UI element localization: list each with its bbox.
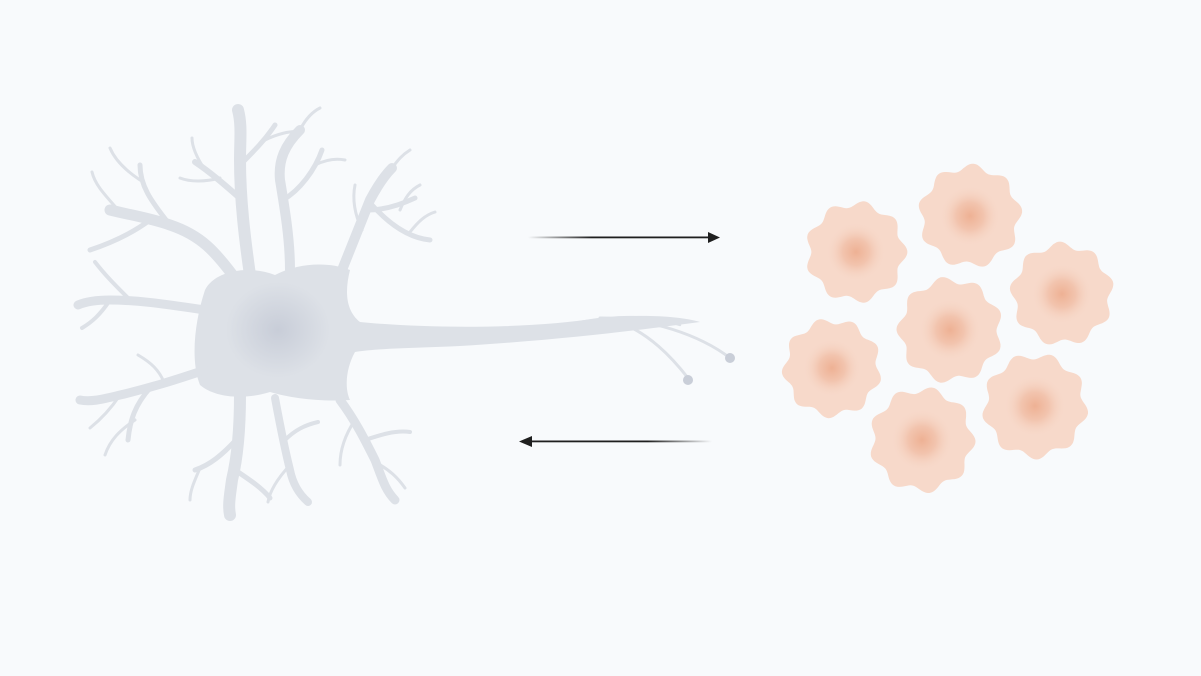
cell-cluster-illustration [781, 163, 1114, 493]
neuron-illustration [73, 104, 735, 521]
arrow-shaft [528, 236, 710, 239]
neuron-nucleus [226, 282, 330, 378]
axon-terminal-bulb [725, 353, 735, 363]
cell-nucleus [1031, 263, 1093, 325]
arrow-head-left [519, 436, 532, 447]
cell-nucleus [1004, 375, 1066, 437]
cell-nucleus [939, 185, 1001, 247]
arrow-head-right [708, 232, 720, 243]
arrow-shaft [528, 440, 712, 443]
cell-nucleus [891, 409, 953, 471]
arrow-cells-to-neuron [519, 436, 712, 447]
dendrites [73, 104, 437, 521]
axon-terminals [578, 315, 732, 380]
neuron-soma [194, 264, 701, 401]
axon-terminal-bulb [683, 375, 693, 385]
cell-nucleus [826, 222, 886, 282]
cell-nucleus [919, 299, 981, 361]
arrow-neuron-to-cells [528, 232, 720, 243]
cell-nucleus [802, 338, 862, 398]
